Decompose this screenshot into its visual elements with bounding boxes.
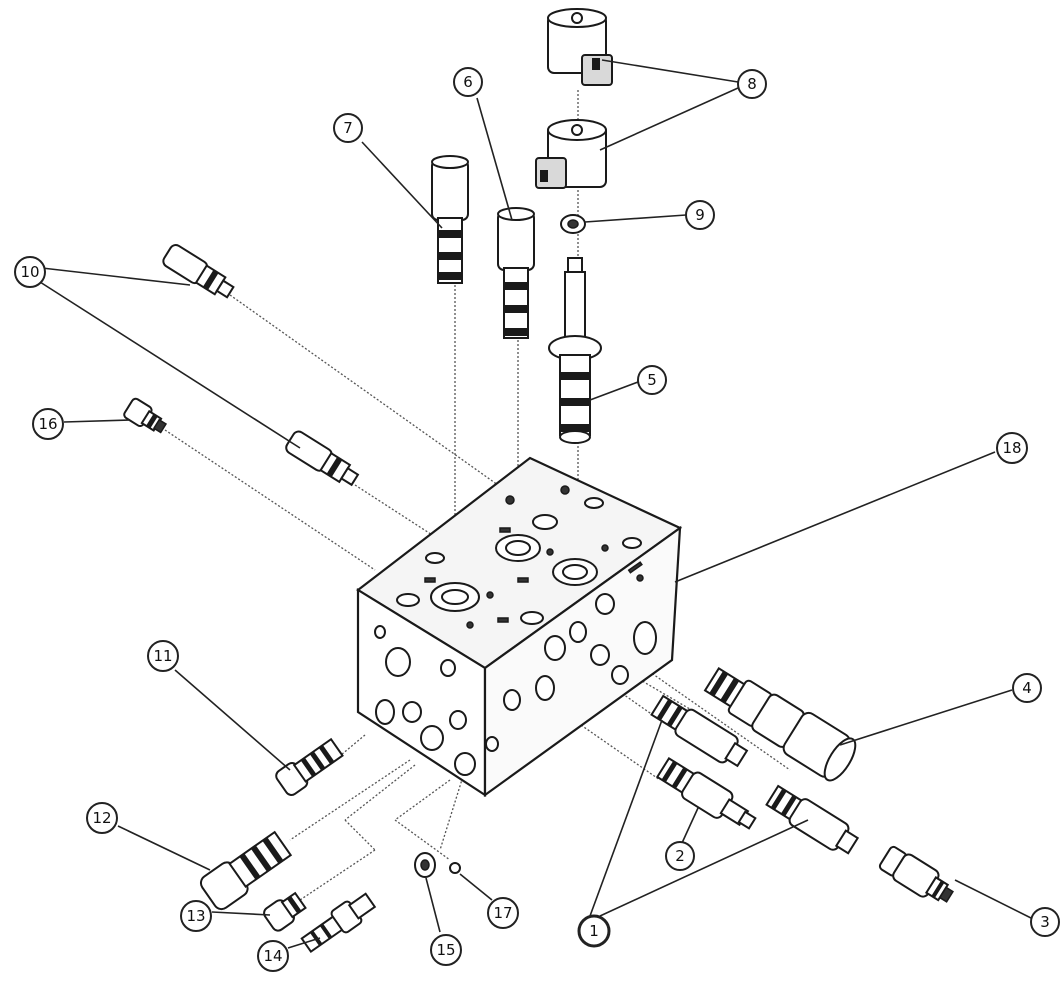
cartridge-12 bbox=[199, 830, 293, 911]
callout-2-label: 2 bbox=[675, 847, 685, 865]
callout-16: 16 bbox=[32, 408, 64, 440]
cartridge-10-lower bbox=[285, 430, 360, 487]
callout-17-label: 17 bbox=[493, 904, 512, 922]
callout-7: 7 bbox=[333, 113, 363, 143]
callout-1: 1 bbox=[577, 914, 611, 948]
callout-5: 5 bbox=[637, 365, 667, 395]
solenoid-cartridge bbox=[548, 257, 602, 444]
callout-15: 15 bbox=[430, 934, 462, 966]
callout-11-label: 11 bbox=[153, 647, 172, 665]
callout-5-label: 5 bbox=[647, 371, 657, 389]
callout-10: 10 bbox=[14, 256, 46, 288]
callout-8-label: 8 bbox=[747, 75, 757, 93]
cartridge-1-upper bbox=[650, 694, 749, 768]
callout-13-label: 13 bbox=[186, 907, 205, 925]
cartridge-1-lower bbox=[765, 784, 860, 855]
coil-nut bbox=[560, 214, 586, 234]
ball-17 bbox=[449, 862, 461, 874]
callout-4: 4 bbox=[1012, 673, 1042, 703]
callout-10-label: 10 bbox=[20, 263, 39, 281]
callout-8: 8 bbox=[737, 69, 767, 99]
callout-3-label: 3 bbox=[1040, 913, 1050, 931]
solenoid-coil-lower bbox=[535, 119, 607, 189]
cartridge-2 bbox=[655, 756, 757, 830]
callout-12: 12 bbox=[86, 802, 118, 834]
manifold-block bbox=[356, 456, 683, 798]
callout-14: 14 bbox=[257, 940, 289, 972]
callout-6-label: 6 bbox=[463, 73, 473, 91]
cartridge-10-upper bbox=[162, 244, 235, 299]
callout-9: 9 bbox=[685, 200, 715, 230]
callout-13: 13 bbox=[180, 900, 212, 932]
callout-18-label: 18 bbox=[1002, 439, 1021, 457]
callout-6: 6 bbox=[453, 67, 483, 97]
plug-13 bbox=[263, 891, 307, 932]
callout-7-label: 7 bbox=[343, 119, 353, 137]
plug-3 bbox=[878, 845, 954, 903]
callout-14-label: 14 bbox=[263, 947, 282, 965]
callout-11: 11 bbox=[147, 640, 179, 672]
callout-3: 3 bbox=[1030, 907, 1060, 937]
callout-16-label: 16 bbox=[38, 415, 57, 433]
callout-4-label: 4 bbox=[1022, 679, 1032, 697]
callout-17: 17 bbox=[487, 897, 519, 929]
valve-14 bbox=[300, 892, 377, 954]
callout-12-label: 12 bbox=[92, 809, 111, 827]
callout-15-label: 15 bbox=[436, 941, 455, 959]
washer-15 bbox=[414, 852, 436, 878]
solenoid-coil-upper bbox=[547, 8, 613, 86]
cartridge-6 bbox=[497, 207, 535, 339]
callout-1-label: 1 bbox=[589, 922, 599, 940]
callout-9-label: 9 bbox=[695, 206, 705, 224]
callout-18: 18 bbox=[996, 432, 1028, 464]
cartridge-4 bbox=[703, 667, 857, 782]
leader-lines bbox=[39, 59, 1036, 949]
plug-11 bbox=[275, 737, 344, 797]
callout-2: 2 bbox=[665, 841, 695, 871]
plug-16 bbox=[123, 397, 168, 434]
cartridge-7 bbox=[431, 155, 469, 284]
